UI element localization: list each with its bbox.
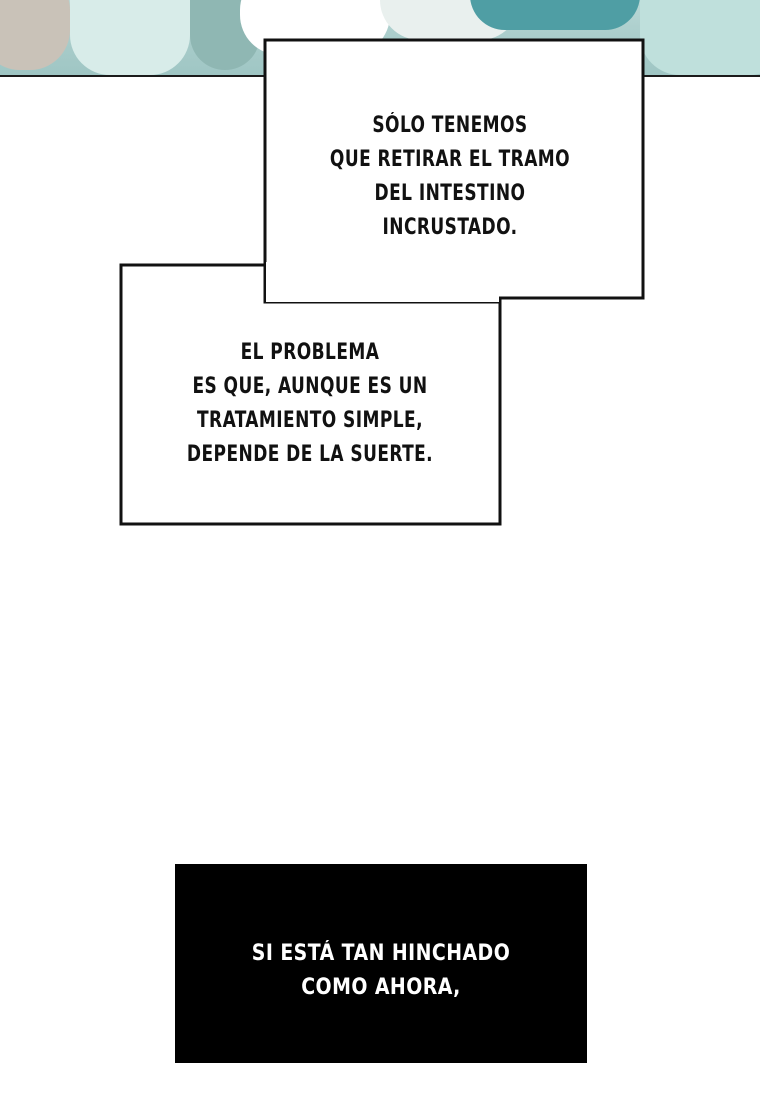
- art-shape: [240, 0, 390, 55]
- dialogue-line: DEL INTESTINO: [374, 181, 526, 206]
- dialogue-line: EL PROBLEMA: [240, 340, 380, 365]
- art-shape: [0, 0, 70, 70]
- dialogue-line: INCRUSTADO.: [382, 215, 518, 240]
- dialogue-line: DEPENDE DE LA SUERTE.: [186, 442, 434, 467]
- speech-bubble-1: SÓLO TENEMOS QUE RETIRAR EL TRAMO DEL IN…: [312, 109, 587, 245]
- narration-text: SI ESTÁ TAN HINCHADO COMO AHORA,: [204, 937, 558, 1005]
- narration-line: SI ESTÁ TAN HINCHADO: [251, 941, 511, 966]
- narration-box: [175, 864, 587, 1063]
- dialogue-line: ES QUE, AUNQUE ES UN: [192, 374, 428, 399]
- dialogue-line: TRATAMIENTO SIMPLE,: [196, 408, 424, 433]
- speech-box-joint: [266, 262, 499, 302]
- narration-line: COMO AHORA,: [301, 975, 461, 1000]
- art-shape: [640, 0, 760, 75]
- dialogue-line: SÓLO TENEMOS: [372, 113, 528, 138]
- art-shape: [470, 0, 640, 30]
- speech-bubble-2: EL PROBLEMA ES QUE, AUNQUE ES UN TRATAMI…: [172, 336, 447, 472]
- top-art-panel: [0, 0, 760, 77]
- art-shape: [70, 0, 190, 75]
- dialogue-line: QUE RETIRAR EL TRAMO: [329, 147, 571, 172]
